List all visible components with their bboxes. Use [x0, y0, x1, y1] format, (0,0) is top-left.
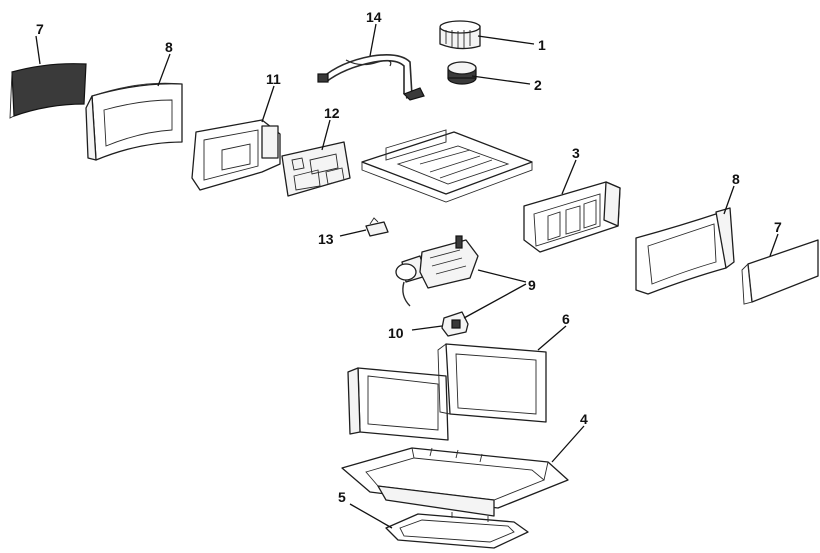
- part-14-wire-harness: [317, 54, 425, 101]
- part-9-limit-switch-assembly: [395, 235, 479, 307]
- part-8-right-lens-frame: [635, 207, 735, 295]
- part-11-side-housing: [191, 119, 281, 191]
- part-8-left-lens-frame: [85, 82, 183, 161]
- cover-panel-left: [347, 367, 449, 441]
- part-6-reflector-panel: [437, 343, 547, 423]
- callout-1: 1: [538, 37, 546, 53]
- callout-8-right: 8: [732, 171, 740, 187]
- callout-3: 3: [572, 145, 580, 161]
- part-3-rear-housing: [523, 181, 621, 253]
- callout-2: 2: [534, 77, 542, 93]
- callout-11: 11: [266, 71, 281, 87]
- part-4-light-housing: [341, 447, 569, 517]
- callout-4: 4: [580, 411, 588, 427]
- callout-10: 10: [388, 325, 404, 341]
- callout-9: 9: [528, 277, 536, 293]
- callout-14: 14: [366, 9, 382, 25]
- chassis-plate: [361, 129, 533, 203]
- part-10-switch: [441, 311, 469, 337]
- callout-12: 12: [324, 105, 340, 121]
- callout-labels: 7 8 11 12 14 1 2 3 8 7 13 9 10 6 4 5: [36, 9, 782, 505]
- part-1-motor-cap: [439, 20, 481, 50]
- part-13-retaining-clip: [365, 217, 389, 237]
- callout-8-left: 8: [165, 39, 173, 55]
- part-7-left-lens-grille: [9, 63, 87, 119]
- part-7-right-lens-grille: [741, 239, 819, 305]
- callout-5: 5: [338, 489, 346, 505]
- part-5-lens-cover: [385, 512, 529, 549]
- leader-lines: [35, 23, 779, 529]
- part-12-logic-board: [281, 141, 351, 197]
- callout-6: 6: [562, 311, 570, 327]
- callout-7-left: 7: [36, 21, 44, 37]
- callout-7-right: 7: [774, 219, 782, 235]
- part-2-drive-gear: [447, 61, 477, 85]
- callout-13: 13: [318, 231, 334, 247]
